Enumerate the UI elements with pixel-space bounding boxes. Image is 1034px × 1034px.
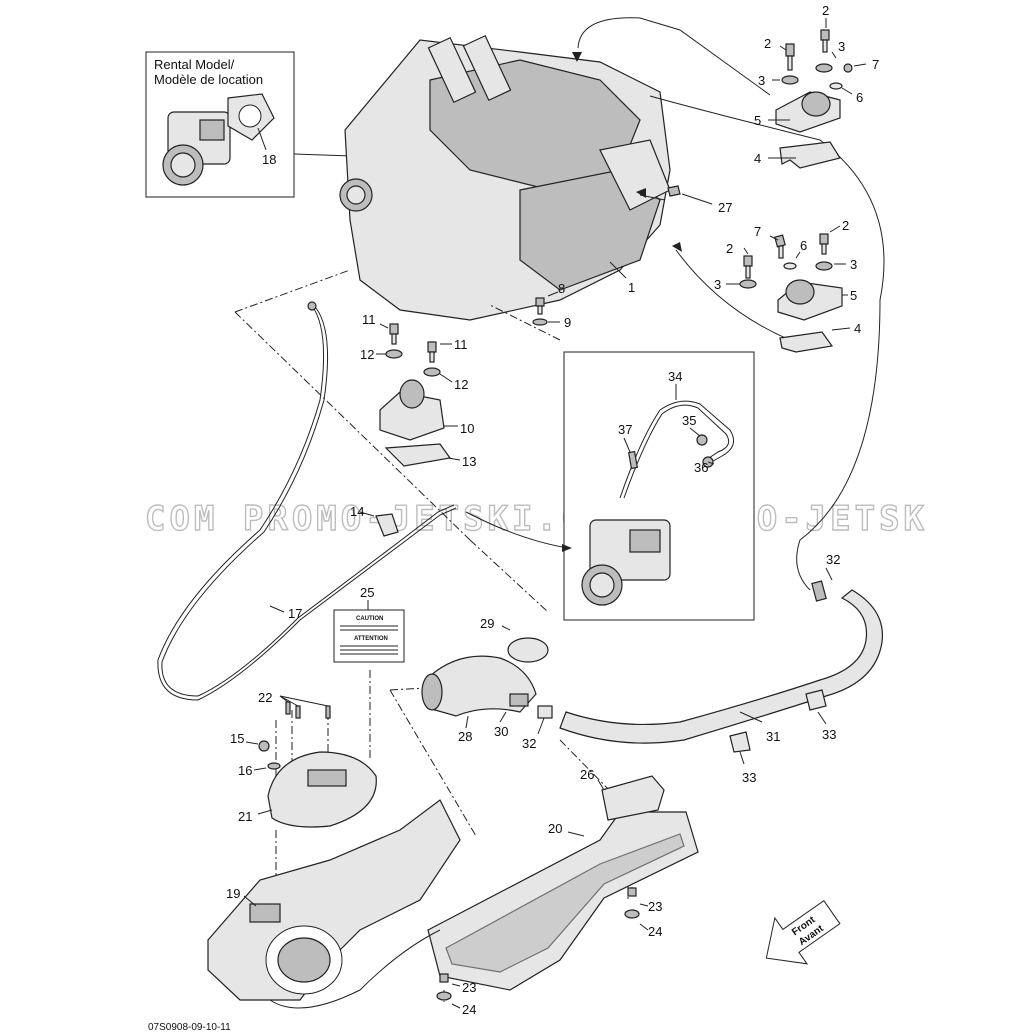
warning-label-title-fr: ATTENTION [354, 636, 388, 642]
clip-14 [375, 513, 399, 537]
clamp-icon [805, 689, 827, 711]
callout-23b: 23 [462, 980, 476, 995]
callout-37: 37 [618, 422, 632, 437]
callout-35: 35 [682, 413, 696, 428]
callout-1: 1 [628, 280, 635, 295]
callout-31: 31 [766, 729, 780, 744]
callout-22: 22 [258, 690, 272, 705]
nut-15 [258, 740, 270, 752]
bolt-2a [785, 43, 795, 71]
callout-7a: 7 [872, 57, 879, 72]
throttle-body-icon [162, 111, 231, 186]
washer-24a [624, 909, 640, 919]
callout-4b: 4 [854, 321, 861, 336]
callout-5b: 5 [850, 288, 857, 303]
callout-6a: 6 [856, 90, 863, 105]
warning-label-title-en: CAUTION [356, 616, 383, 622]
callout-27: 27 [718, 200, 732, 215]
callout-29: 29 [480, 616, 494, 631]
callout-11a: 11 [362, 312, 376, 327]
callout-2d: 2 [842, 218, 849, 233]
callout-20: 20 [548, 821, 562, 836]
callout-4a: 4 [754, 151, 761, 166]
callout-24a: 24 [648, 924, 662, 939]
callout-16: 16 [238, 763, 252, 778]
callout-3b: 3 [838, 39, 845, 54]
callout-2c: 2 [726, 241, 733, 256]
warning-label-25: CAUTION ATTENTION [333, 609, 405, 663]
throttle-body-icon-2 [581, 519, 671, 606]
callout-9: 9 [564, 315, 571, 330]
callout-28: 28 [458, 729, 472, 744]
bolt-2b [820, 29, 830, 53]
callout-3a: 3 [758, 73, 765, 88]
callout-3c: 3 [850, 257, 857, 272]
document-id: 07S0908-09-10-11 [148, 1022, 231, 1033]
arrow-head [572, 52, 582, 62]
callout-32b: 32 [522, 736, 536, 751]
washer-24b [436, 991, 452, 1001]
callout-8: 8 [558, 281, 565, 296]
callout-33a: 33 [822, 727, 836, 742]
callout-6b: 6 [800, 238, 807, 253]
callout-34: 34 [668, 369, 682, 384]
callout-24b: 24 [462, 1002, 476, 1017]
callout-17: 17 [288, 606, 302, 621]
washer-16 [267, 762, 281, 770]
inset-title-en: Rental Model/ [154, 57, 235, 72]
callout-21: 21 [238, 809, 252, 824]
callout-2b: 2 [822, 3, 829, 18]
clamp-icon-2 [729, 731, 751, 753]
gasket-plate-icon [227, 93, 275, 141]
callout-23a: 23 [648, 899, 662, 914]
engine-mount-icon [775, 29, 853, 169]
callout-10: 10 [460, 421, 474, 436]
callout-26: 26 [580, 767, 594, 782]
lower-cover-20 [427, 811, 699, 991]
callout-18: 18 [262, 152, 276, 167]
nut-27 [667, 185, 681, 197]
callout-30: 30 [494, 724, 508, 739]
callout-13: 13 [462, 454, 476, 469]
callout-3d: 3 [714, 277, 721, 292]
engine-mount-icon-2 [739, 233, 843, 353]
air-intake-silencer-icon [207, 751, 461, 1001]
rental-model-inset: Rental Model/ Modèle de location 18 [145, 51, 353, 198]
callout-19: 19 [226, 886, 240, 901]
callout-32a: 32 [826, 552, 840, 567]
callout-25: 25 [360, 585, 374, 600]
engine-icon [339, 34, 671, 321]
screw-23b [439, 973, 449, 983]
front-direction-arrow-icon: Front Avant [765, 900, 841, 965]
callout-33b: 33 [742, 770, 756, 785]
engine-mount-icon-3 [379, 297, 548, 467]
screw-22a [285, 701, 291, 715]
callout-12b: 12 [454, 377, 468, 392]
screw-22b [295, 705, 301, 719]
inset-title-fr: Modèle de location [154, 72, 263, 87]
air-intake-elbow-icon [421, 637, 553, 719]
screw-23a [627, 887, 637, 897]
callout-11b: 11 [454, 337, 468, 352]
callout-15: 15 [230, 731, 244, 746]
callout-2a: 2 [764, 36, 771, 51]
foam-26 [601, 775, 665, 821]
breather-hose-inset [563, 351, 755, 621]
callout-12a: 12 [360, 347, 374, 362]
callout-5a: 5 [754, 113, 761, 128]
watermark-text: COM PROMO-JETSKI.COM PROMO-JETSK [145, 499, 928, 539]
screw-22c [325, 705, 331, 719]
callout-7b: 7 [754, 224, 761, 239]
hose-icon [559, 580, 884, 744]
callout-36: 36 [694, 460, 708, 475]
callout-14: 14 [350, 504, 364, 519]
